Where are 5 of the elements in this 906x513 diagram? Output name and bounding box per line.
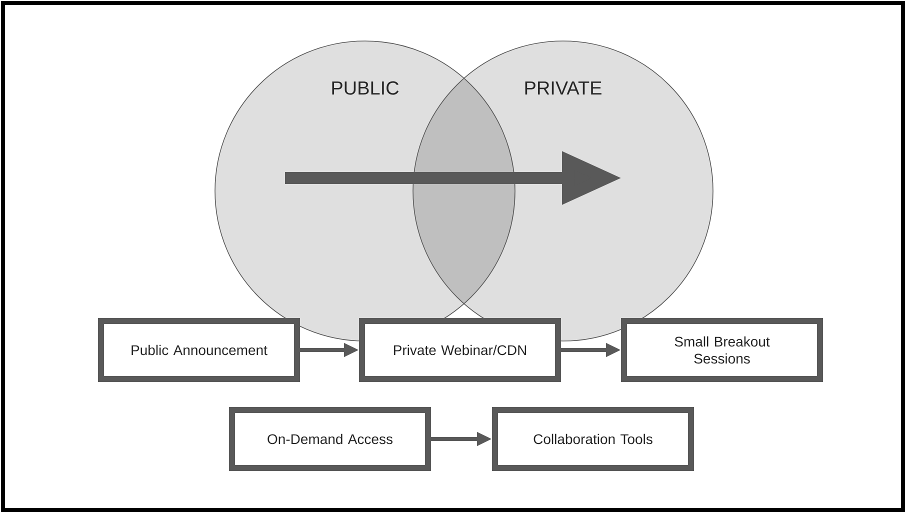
process-box: Collaboration Tools (492, 406, 694, 471)
process-box: Private Webinar/CDN (359, 318, 561, 382)
process-box: On-Demand Access (229, 406, 431, 471)
process-box: Small Breakout Sessions (621, 318, 823, 382)
process-box: Public Announcement (98, 318, 300, 382)
